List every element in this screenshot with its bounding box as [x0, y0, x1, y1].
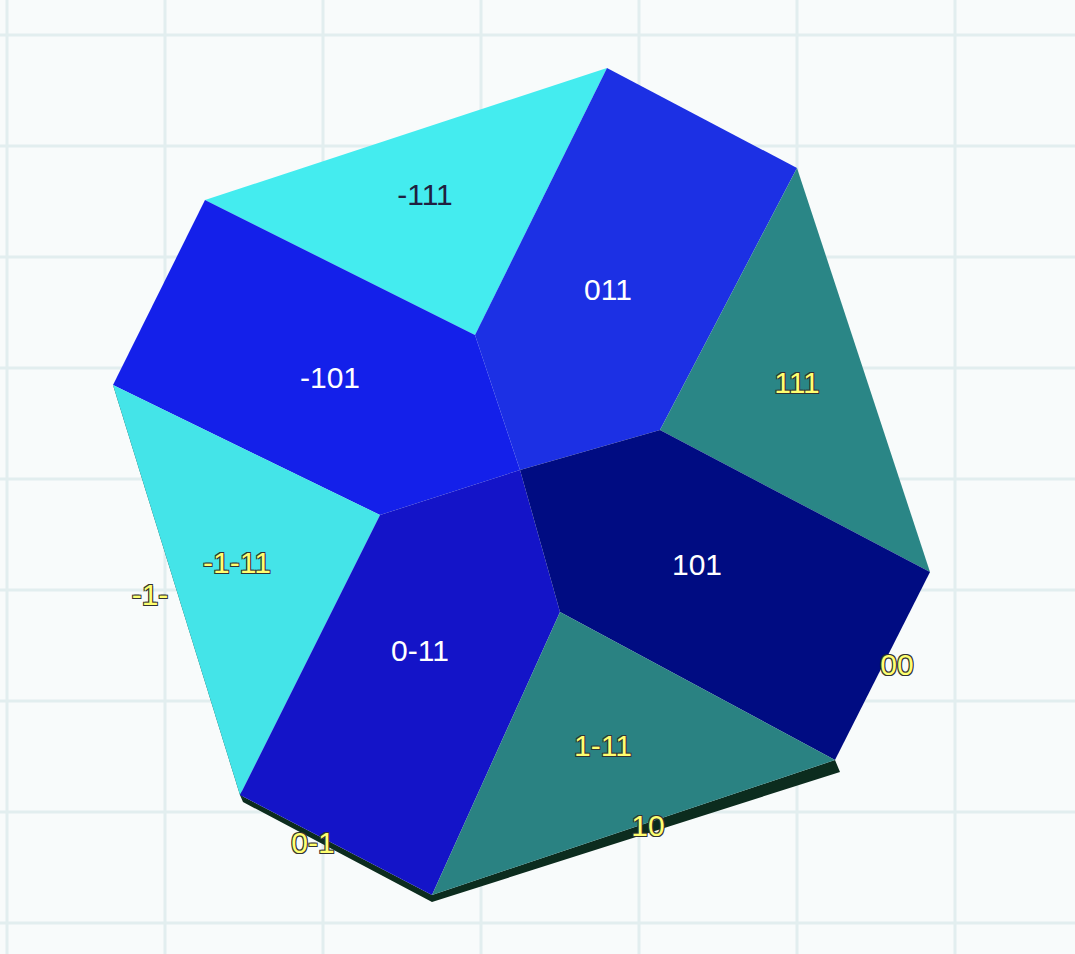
- miller-index: -111: [397, 180, 453, 210]
- miller-index: 10: [631, 811, 664, 841]
- miller-index: -1-: [132, 580, 169, 610]
- miller-index: 011: [584, 275, 632, 305]
- miller-index: 0-1: [291, 828, 334, 858]
- face: [432, 612, 835, 895]
- miller-index: -1-11: [203, 548, 271, 578]
- miller-index: -101: [300, 363, 360, 393]
- miller-index: 0-11: [391, 636, 449, 666]
- miller-index: 00: [880, 650, 913, 680]
- miller-index: 1-11: [574, 731, 632, 761]
- miller-index: 111: [774, 368, 820, 398]
- miller-index: 101: [672, 550, 722, 580]
